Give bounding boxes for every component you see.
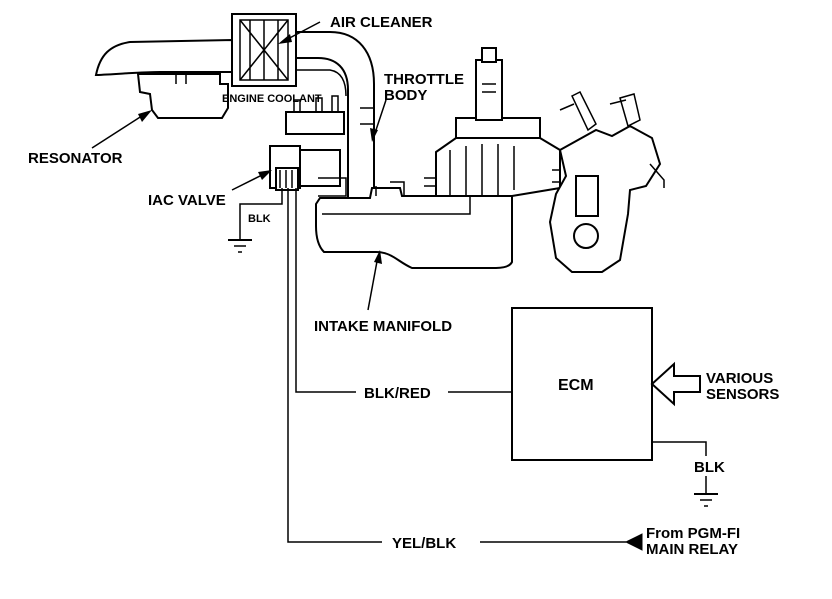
resonator-label: RESONATOR (28, 150, 123, 167)
leader-lines (91, 21, 387, 311)
air-cleaner-label: AIR CLEANER (330, 14, 433, 31)
throttle-body-label-line2: BODY (384, 87, 427, 104)
intake-manifold (315, 181, 513, 269)
engine-coolant-label: ENGINE COOLANT (222, 93, 322, 105)
iac-valve (269, 145, 347, 197)
wiring (239, 188, 707, 543)
resonator (136, 73, 229, 119)
various-sensors-label-line1: VARIOUS (706, 370, 773, 387)
intake-runners (424, 117, 561, 197)
ecm-label: ECM (558, 377, 594, 394)
engine-block (548, 90, 665, 273)
ground-symbol-iac (228, 239, 252, 253)
throttle-body-label-line1: THROTTLE (384, 71, 464, 88)
yel-blk-wire-label: YEL/BLK (392, 535, 456, 552)
intake-manifold-label: INTAKE MANIFOLD (314, 318, 452, 335)
relay-arrowhead (624, 533, 643, 551)
air-cleaner (231, 13, 297, 87)
main-relay-label-line1: From PGM-FI (646, 525, 740, 542)
regulator-column (475, 47, 503, 121)
blk-red-wire-label: BLK/RED (364, 385, 431, 402)
main-relay-label-line2: MAIN RELAY (646, 541, 738, 558)
iac-ground-label: BLK (248, 213, 271, 225)
ground-symbol-ecm (694, 493, 718, 507)
iac-valve-label: IAC VALVE (148, 192, 226, 209)
various-sensors-label-line2: SENSORS (706, 386, 779, 403)
intake-duct (94, 38, 233, 77)
ecm-ground-label: BLK (694, 459, 725, 476)
sensors-arrow (650, 361, 701, 407)
